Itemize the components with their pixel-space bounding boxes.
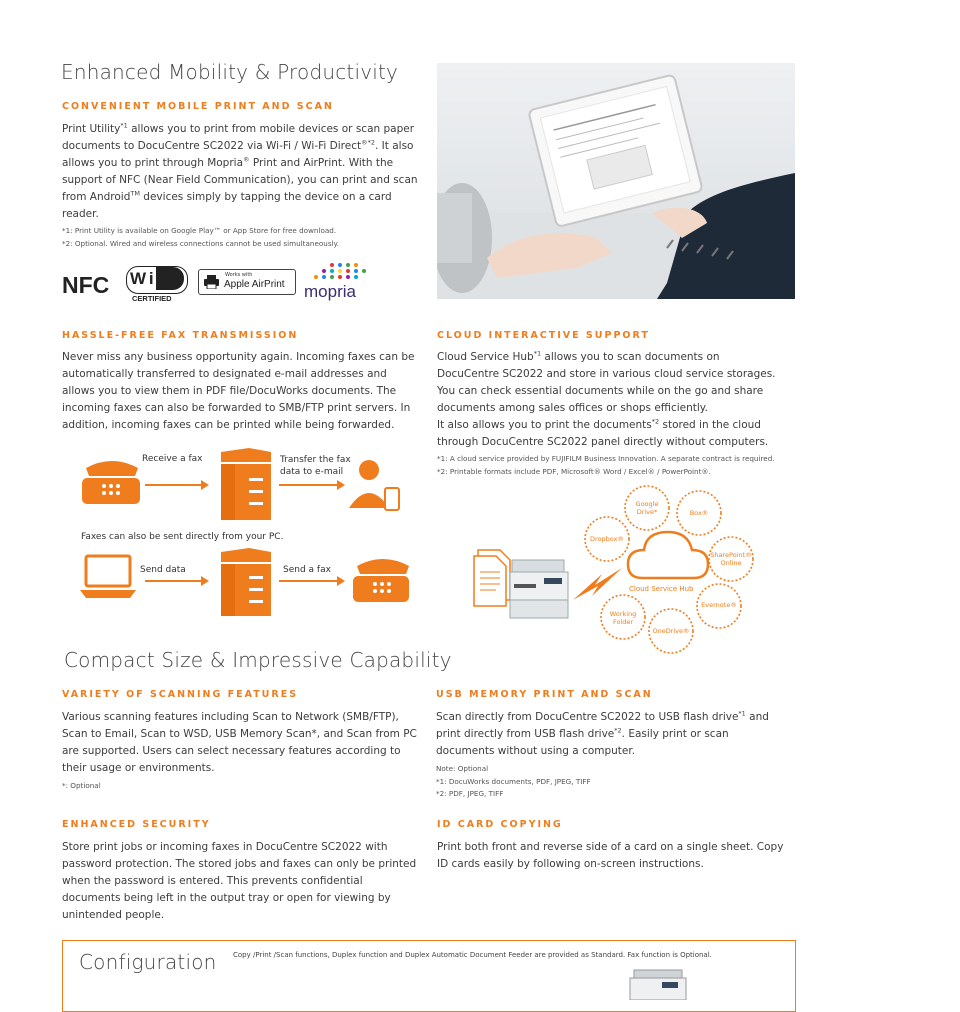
printer-device-icon	[629, 969, 687, 1000]
service-circle-evernote	[696, 583, 742, 629]
fax-body: Never miss any business opportunity agai…	[62, 351, 415, 431]
service-evernote: Evernote®	[701, 601, 737, 609]
wifi-certified-logo: Wi Fi CERTIFIED	[126, 266, 188, 304]
mobile-print-body: Print Utility*1 allows you to print from…	[62, 121, 418, 220]
label-send-data: Send data	[140, 565, 186, 575]
configuration-note: Copy /Print /Scan functions, Duplex func…	[233, 951, 712, 959]
subheading-id-card: ID CARD COPYING	[437, 819, 563, 830]
section-heading-mobility: Enhanced Mobility & Productivity	[61, 60, 399, 84]
section-heading-compact: Compact Size & Impressive Capability	[64, 648, 452, 672]
arrow-icon	[145, 576, 209, 586]
cloud-diagram	[473, 485, 754, 654]
scanning-body: Various scanning features including Scan…	[62, 711, 417, 774]
scanning-note: *: Optional	[62, 781, 101, 790]
tablet-photo	[437, 63, 795, 299]
service-circle-box	[676, 490, 722, 536]
service-working-folder: Working Folder	[609, 610, 637, 626]
usb-notes: Note: Optional *1: DocuWorks documents, …	[436, 764, 591, 798]
fax-machine-icon	[82, 461, 140, 504]
subheading-mobile-print: CONVENIENT MOBILE PRINT AND SCAN	[62, 101, 334, 112]
arrow-icon	[279, 576, 345, 586]
security-body: Store print jobs or incoming faxes in Do…	[62, 841, 417, 921]
subheading-security: ENHANCED SECURITY	[62, 819, 211, 830]
label-send-fax: Send a fax	[283, 565, 331, 575]
usb-body: Scan directly from DocuCentre SC2022 to …	[436, 709, 769, 757]
arrow-icon	[145, 480, 209, 490]
printer-device-icon	[509, 559, 569, 619]
subheading-usb: USB MEMORY PRINT AND SCAN	[436, 689, 653, 700]
service-circle-sharepoint	[708, 536, 754, 582]
service-circle-dropbox	[584, 516, 630, 562]
configuration-heading: Configuration	[79, 950, 217, 974]
service-circle-working-folder	[600, 594, 646, 640]
cloud-icon	[626, 530, 710, 580]
person-with-phone-icon	[349, 460, 400, 511]
copier-icon	[221, 548, 271, 616]
copier-icon	[221, 448, 271, 520]
service-circle-google-drive	[624, 485, 670, 531]
service-box: Box®	[689, 509, 709, 517]
service-dropbox: Dropbox®	[590, 535, 624, 543]
service-sharepoint: SharePoint® Online	[710, 551, 752, 567]
subheading-fax: HASSLE-FREE FAX TRANSMISSION	[62, 330, 299, 341]
id-card-body: Print both front and reverse side of a c…	[437, 841, 784, 870]
mopria-dots-icon	[314, 263, 366, 279]
service-google-drive: Google Drive*	[635, 500, 659, 516]
airprint-logo: Works with Apple AirPrint	[198, 269, 296, 295]
mopria-logo: mopria	[304, 262, 376, 304]
label-transfer-fax: Transfer the fax data to e-mail	[280, 455, 351, 477]
fax-diagram	[80, 448, 409, 616]
subheading-scanning: VARIETY OF SCANNING FEATURES	[62, 689, 299, 700]
cloud-hub-label: Cloud Service Hub	[629, 585, 694, 593]
subheading-cloud: CLOUD INTERACTIVE SUPPORT	[437, 330, 650, 341]
service-circle-onedrive	[648, 608, 694, 654]
label-pc-fax-note: Faxes can also be sent directly from you…	[81, 532, 284, 542]
cloud-body: Cloud Service Hub*1 allows you to scan d…	[437, 349, 776, 448]
cloud-notes: *1: A cloud service provided by FUJIFILM…	[437, 454, 775, 476]
mobile-print-notes: *1: Print Utility is available on Google…	[62, 226, 340, 248]
label-receive-fax: Receive a fax	[142, 454, 203, 464]
arrow-icon	[279, 480, 345, 490]
lightning-icon	[573, 568, 622, 600]
laptop-icon	[80, 554, 136, 598]
document-icon	[473, 549, 511, 607]
fax-machine-icon	[353, 559, 409, 602]
service-onedrive: OneDrive®	[652, 627, 690, 635]
nfc-logo: NFC	[62, 272, 110, 298]
printer-icon	[204, 275, 219, 289]
